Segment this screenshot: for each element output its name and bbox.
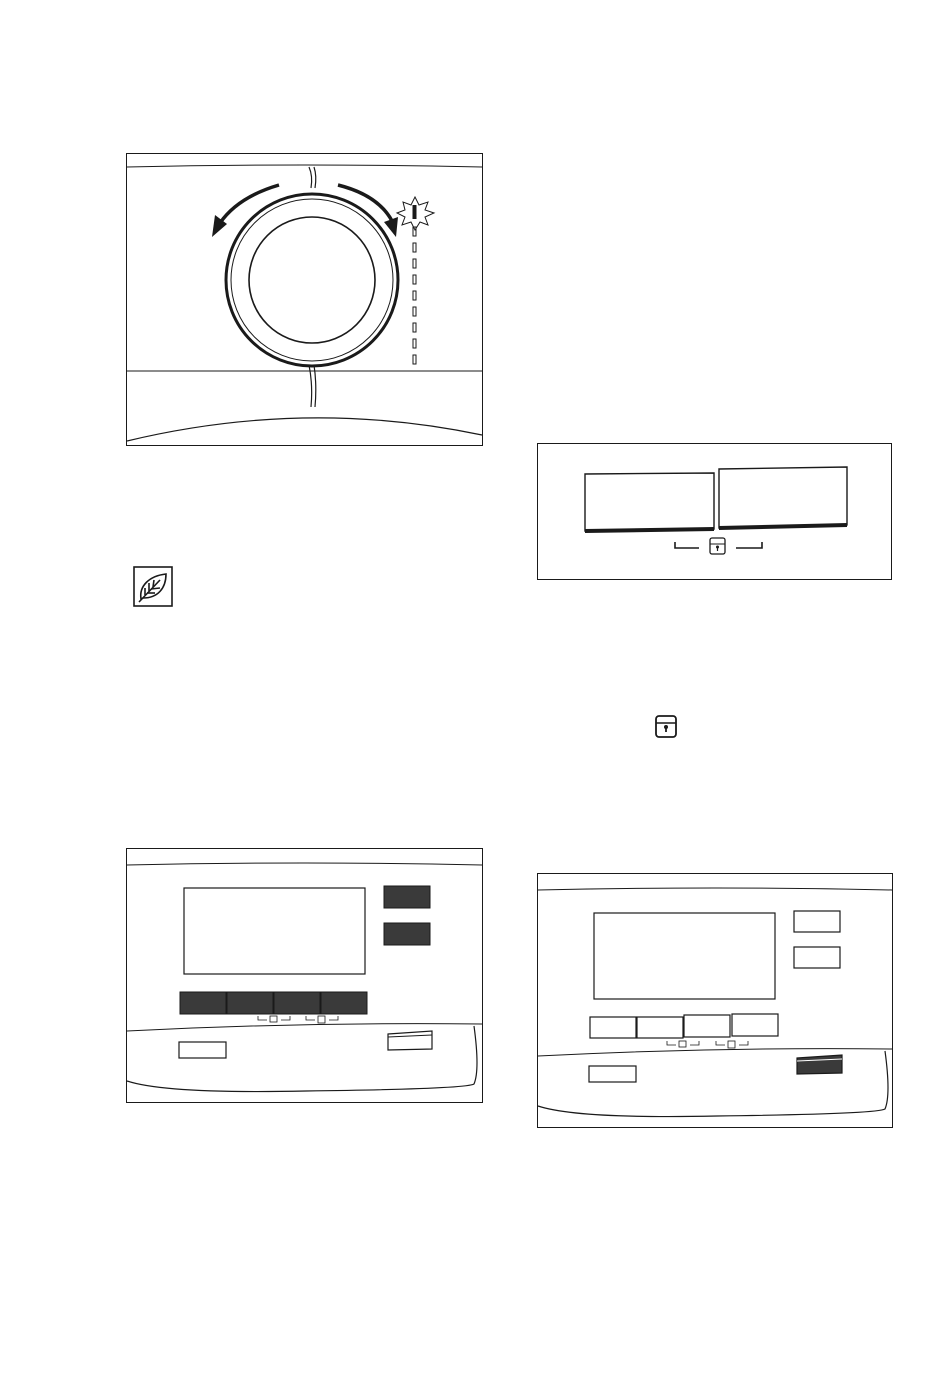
indicator-light-icon — [397, 197, 434, 230]
panel-top-edge — [127, 863, 482, 865]
combo-bracket-left — [675, 542, 699, 548]
left-button[interactable] — [585, 473, 714, 533]
on-off-button[interactable] — [179, 1042, 226, 1058]
panel-seam — [309, 167, 312, 188]
display-button-3[interactable] — [684, 1015, 730, 1037]
option-button-1[interactable] — [384, 886, 430, 908]
display-button-2[interactable] — [227, 992, 273, 1014]
start-pause-button[interactable] — [388, 1031, 432, 1050]
display-button-4[interactable] — [321, 992, 367, 1014]
display-button-1[interactable] — [180, 992, 226, 1014]
dial-knob[interactable] — [249, 217, 375, 343]
display-button-2[interactable] — [637, 1017, 683, 1038]
start-pause-button[interactable] — [797, 1055, 842, 1074]
combo-bracket-right — [736, 542, 762, 548]
option-button-1[interactable] — [794, 911, 840, 932]
panel-top-edge — [538, 888, 892, 890]
panel-base-curve — [127, 418, 482, 441]
right-button[interactable] — [719, 467, 847, 530]
on-off-button[interactable] — [589, 1066, 636, 1082]
combo-marks — [258, 1016, 338, 1023]
eco-symbol-figure — [133, 566, 173, 607]
display-screen — [184, 888, 365, 974]
option-button-2[interactable] — [384, 923, 430, 945]
control-panel-display-buttons-figure — [126, 848, 483, 1103]
combo-marks — [667, 1041, 748, 1048]
option-button-2[interactable] — [794, 947, 840, 968]
child-lock-symbol-figure — [654, 714, 680, 740]
display-button-4[interactable] — [732, 1014, 778, 1036]
display-button-1[interactable] — [590, 1017, 636, 1038]
control-panel-start-button-figure — [537, 873, 893, 1128]
program-indicator-leds — [413, 227, 416, 364]
panel-top-edge — [127, 165, 482, 167]
child-lock-icon — [656, 716, 676, 737]
panel-divider — [127, 1024, 482, 1031]
child-lock-buttons-figure — [537, 443, 892, 580]
display-screen — [594, 913, 775, 999]
program-dial-figure — [126, 153, 483, 446]
display-button-3[interactable] — [274, 992, 320, 1014]
panel-seam — [314, 167, 316, 188]
child-lock-icon — [710, 538, 725, 554]
